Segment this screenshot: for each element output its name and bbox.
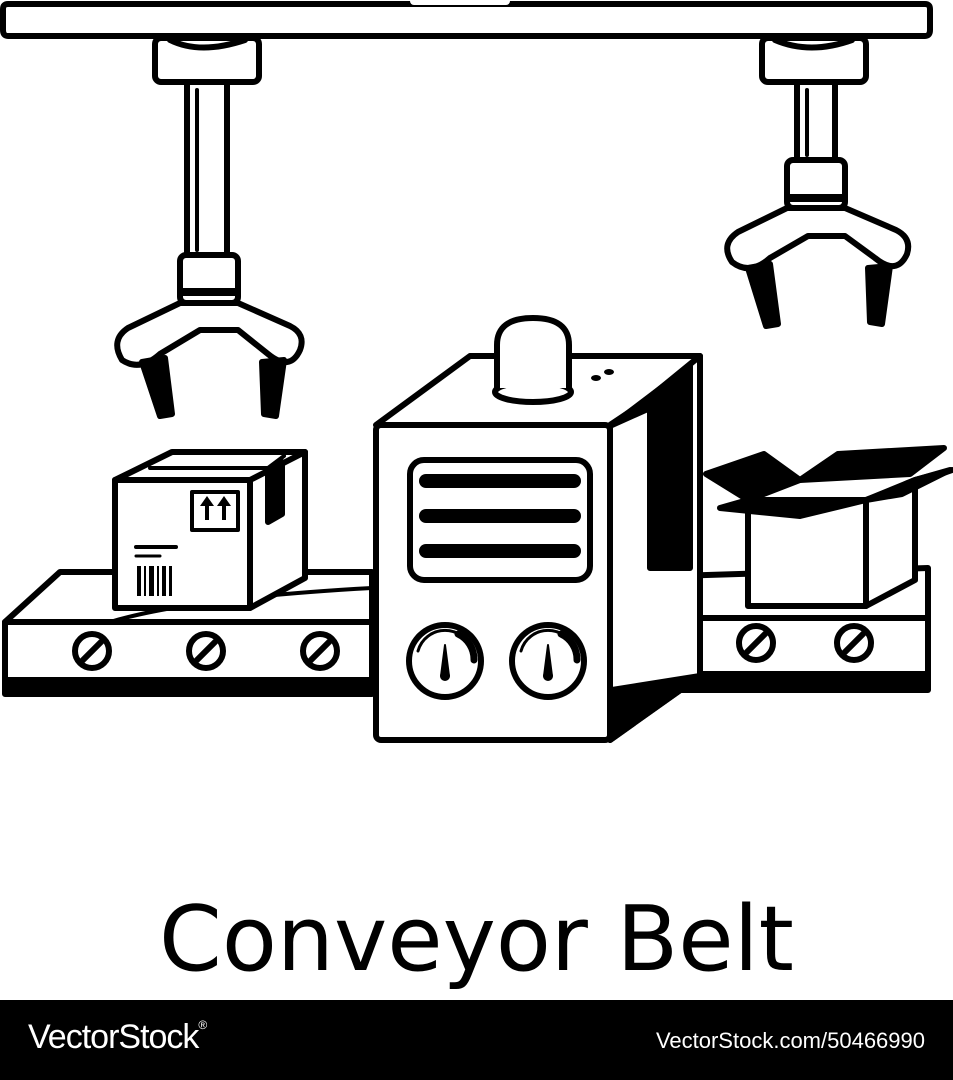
roller-bolt-icon	[834, 623, 874, 663]
sealed-box	[112, 449, 308, 611]
conveyor-belt-illustration	[0, 0, 953, 743]
control-machine	[373, 315, 703, 743]
roller-bolt-icon	[72, 631, 112, 671]
illustration-caption: Conveyor Belt	[159, 887, 794, 992]
this-side-up-icon	[190, 490, 240, 532]
overhead-rail	[0, 0, 933, 39]
brand-logo: VectorStock®	[28, 1018, 207, 1057]
brand-name: VectorStock	[28, 1018, 199, 1056]
roller-bolt-icon	[186, 631, 226, 671]
vent-grille	[407, 457, 593, 583]
warning-beacon-icon	[492, 315, 574, 405]
conveyor-belt-left	[2, 569, 375, 697]
barcode-icon	[137, 566, 172, 596]
roller-bolt-icon	[736, 623, 776, 663]
roller-bolt-icon	[300, 631, 340, 671]
stock-image-id: VectorStock.com/50466990	[655, 1028, 925, 1053]
registered-mark: ®	[198, 1018, 207, 1032]
robotic-arm-right	[724, 35, 912, 329]
robotic-arm-left	[114, 35, 305, 419]
watermark-footer: VectorStock® VectorStock.com/50466990	[0, 1000, 953, 1080]
pressure-gauge-icon	[509, 622, 587, 700]
open-box	[703, 445, 953, 609]
pressure-gauge-icon	[406, 622, 484, 700]
